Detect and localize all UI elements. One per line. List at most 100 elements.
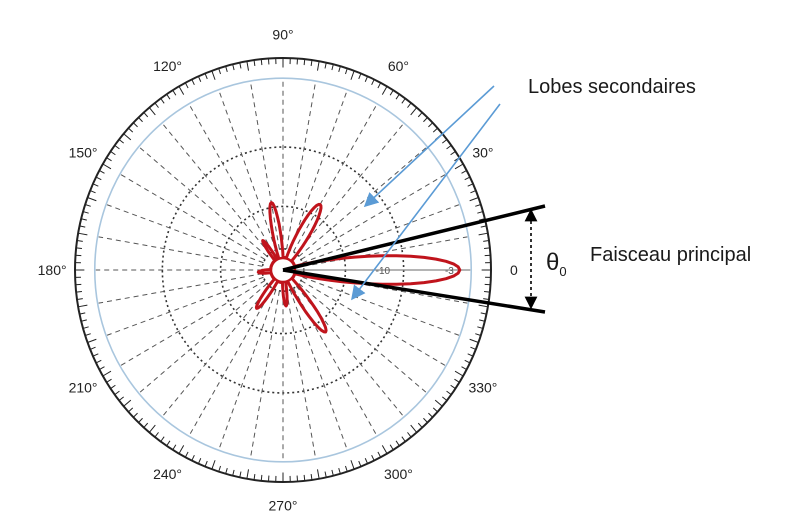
degree-tick bbox=[480, 312, 487, 315]
grid-spoke bbox=[250, 290, 280, 458]
grid-spoke bbox=[289, 90, 348, 251]
degree-tick bbox=[432, 407, 438, 413]
degree-tick bbox=[469, 338, 479, 343]
grid-spoke bbox=[298, 283, 427, 394]
degree-tick bbox=[184, 82, 189, 89]
degree-tick bbox=[246, 469, 249, 479]
degree-tick bbox=[211, 460, 216, 470]
degree-tick bbox=[338, 467, 341, 474]
beam-width-theta: θ bbox=[546, 249, 560, 276]
degree-tick bbox=[407, 102, 412, 108]
grid-spoke bbox=[286, 82, 316, 250]
degree-tick bbox=[106, 378, 112, 383]
degree-tick bbox=[428, 412, 433, 418]
beam-edge-lower bbox=[282, 268, 546, 314]
grid-spoke bbox=[188, 104, 274, 252]
grid-spoke bbox=[106, 276, 264, 336]
degree-tick bbox=[79, 225, 86, 228]
degree-tick bbox=[81, 319, 87, 322]
grid-spoke bbox=[139, 146, 268, 257]
grid-spoke bbox=[98, 236, 263, 267]
degree-tick bbox=[317, 61, 320, 71]
degree-tick bbox=[191, 79, 195, 86]
degree-tick bbox=[395, 440, 400, 447]
degree-tick bbox=[232, 64, 235, 71]
degree-tick bbox=[464, 359, 471, 364]
degree-tick bbox=[81, 218, 87, 221]
degree-tick bbox=[197, 458, 202, 464]
degree-tick bbox=[95, 359, 102, 364]
degree-tick bbox=[133, 122, 138, 128]
degree-tick bbox=[110, 384, 116, 389]
degree-tick bbox=[99, 170, 105, 174]
degree-tick bbox=[148, 107, 156, 116]
degree-tick bbox=[469, 197, 479, 202]
degree-tick bbox=[76, 291, 82, 293]
degree-tick bbox=[78, 304, 88, 308]
degree-tick bbox=[338, 66, 341, 73]
degree-tick bbox=[99, 366, 105, 370]
degree-tick bbox=[110, 151, 116, 156]
degree-tick bbox=[417, 112, 423, 118]
degree-tick bbox=[128, 407, 134, 413]
degree-tick bbox=[310, 473, 313, 481]
degree-tick bbox=[454, 378, 460, 383]
grid-spoke bbox=[300, 280, 446, 366]
degree-tick bbox=[324, 62, 327, 69]
degree-tick bbox=[160, 98, 165, 104]
angle-label: 330° bbox=[468, 380, 497, 396]
degree-tick bbox=[442, 396, 448, 401]
degree-tick bbox=[178, 86, 185, 95]
degree-tick bbox=[317, 469, 320, 479]
degree-tick bbox=[477, 326, 484, 329]
degree-tick bbox=[446, 390, 452, 396]
degree-tick bbox=[225, 467, 228, 474]
blue-reference-circle bbox=[93, 77, 473, 463]
degree-tick bbox=[381, 86, 388, 95]
degree-tick bbox=[475, 333, 481, 336]
pattern-outline bbox=[254, 201, 462, 334]
grid-spoke bbox=[292, 104, 378, 252]
degree-tick bbox=[128, 127, 134, 133]
degree-tick bbox=[350, 460, 355, 470]
main-beam-label: Faisceau principal bbox=[590, 244, 752, 266]
angle-label: 0 bbox=[510, 262, 518, 278]
degree-tick bbox=[218, 68, 222, 75]
degree-tick bbox=[407, 432, 412, 438]
degree-tick bbox=[475, 204, 481, 207]
degree-tick bbox=[118, 139, 124, 144]
degree-tick bbox=[303, 474, 306, 481]
degree-tick bbox=[470, 190, 477, 194]
degree-tick bbox=[389, 89, 394, 96]
grid-spoke bbox=[106, 204, 264, 264]
degree-tick bbox=[123, 399, 132, 407]
radial-label: -3 bbox=[445, 266, 454, 277]
degree-tick bbox=[172, 89, 177, 96]
degree-tick bbox=[76, 298, 83, 300]
beam-width-subscript: 0 bbox=[559, 263, 567, 279]
degree-tick bbox=[434, 399, 443, 407]
degree-tick bbox=[467, 183, 474, 187]
degree-tick bbox=[410, 107, 418, 116]
degree-tick bbox=[479, 319, 485, 322]
main-beam-lines bbox=[282, 204, 546, 314]
angle-label: 180° bbox=[38, 262, 67, 278]
grid-spoke bbox=[139, 283, 268, 394]
callout-arrow-lower-lobe bbox=[351, 103, 501, 301]
degree-tick bbox=[423, 417, 428, 423]
degree-tick bbox=[260, 59, 263, 66]
angle-label: 90° bbox=[272, 27, 293, 43]
degree-tick bbox=[401, 436, 406, 442]
degree-tick bbox=[138, 117, 143, 123]
degree-tick bbox=[324, 471, 327, 478]
degree-tick bbox=[95, 176, 102, 181]
degree-tick bbox=[197, 76, 202, 82]
grid-spoke bbox=[302, 204, 460, 264]
degree-tick bbox=[79, 312, 86, 315]
degree-tick bbox=[364, 458, 369, 464]
degree-tick bbox=[310, 59, 313, 67]
degree-tick bbox=[114, 390, 120, 396]
degree-tick bbox=[331, 469, 334, 476]
degree-tick bbox=[423, 117, 428, 123]
